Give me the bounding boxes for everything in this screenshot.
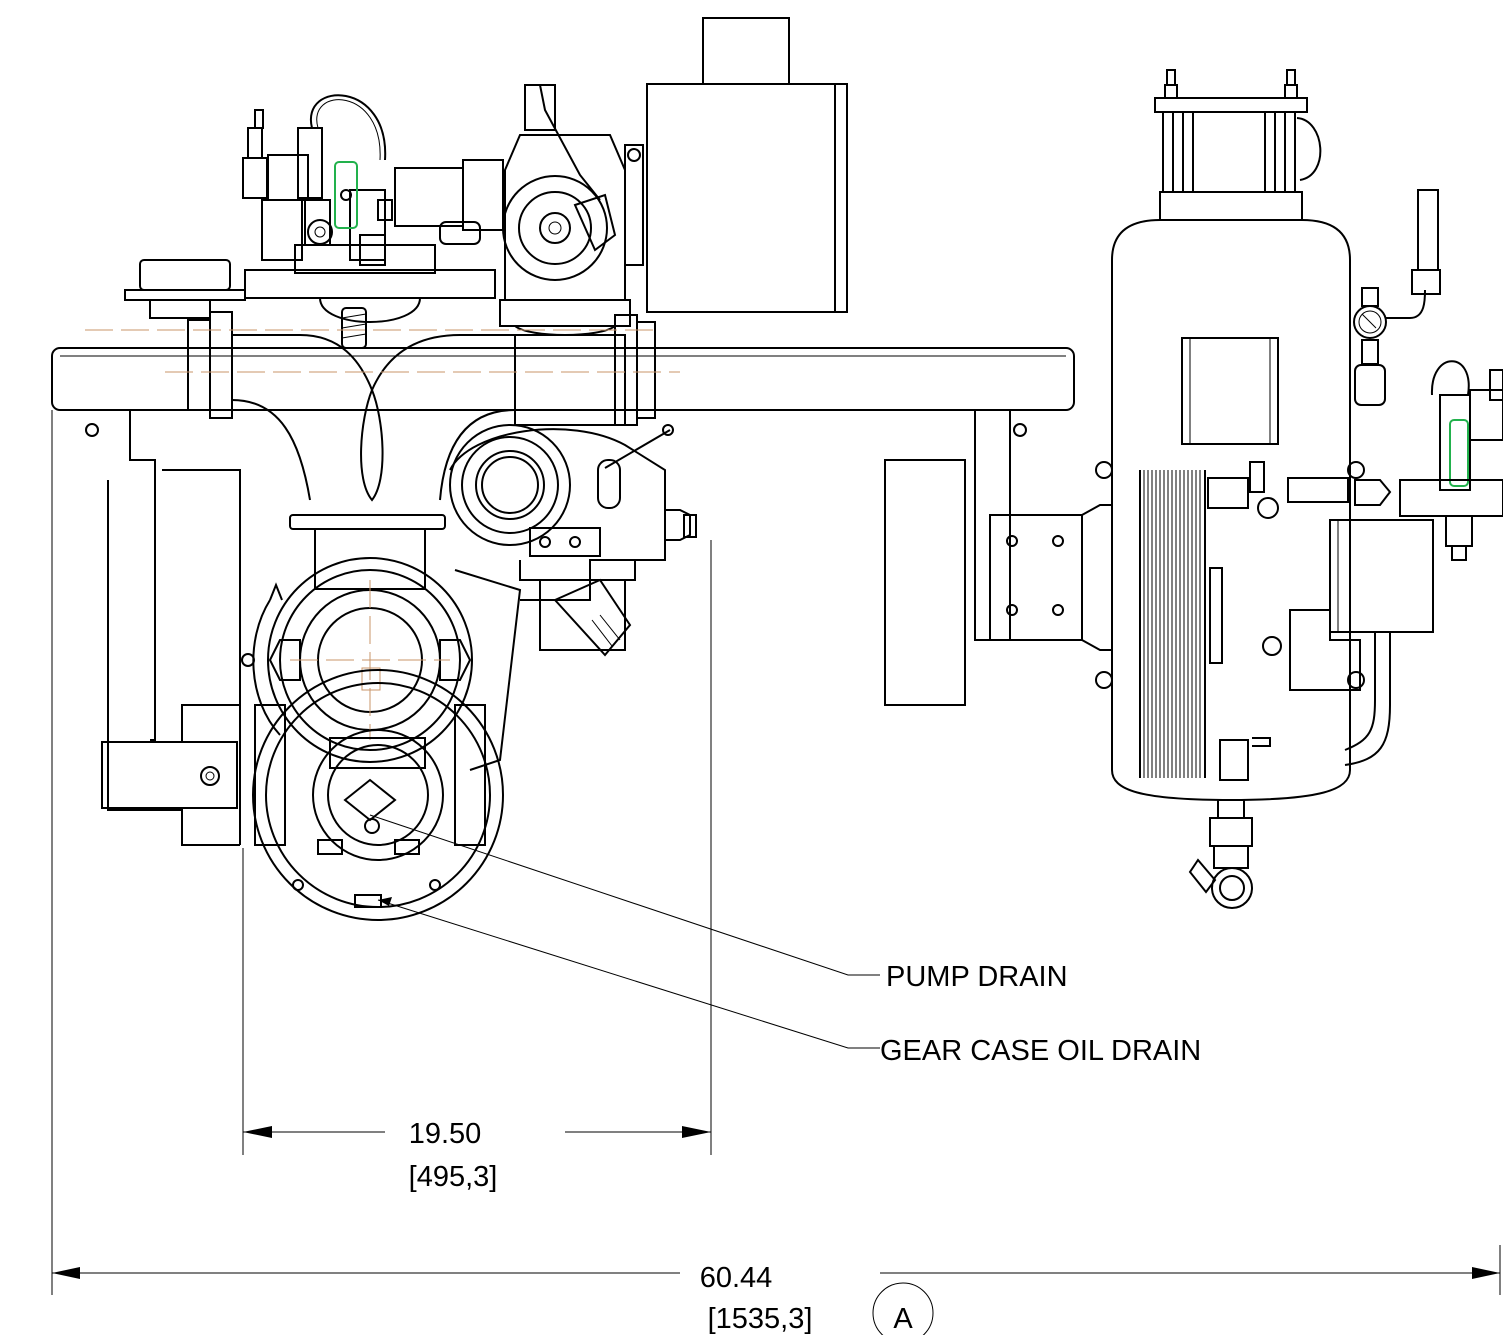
- view-marker: A: [872, 1282, 934, 1335]
- gear-case: [449, 424, 697, 657]
- view-marker-label: A: [893, 1303, 913, 1335]
- callouts: PUMP DRAIN GEAR CASE OIL DRAIN: [369, 814, 1201, 1067]
- dimension-arrowhead: [52, 1267, 80, 1279]
- dimension-arrowhead: [1472, 1267, 1500, 1279]
- side-hardware: [1095, 461, 1392, 781]
- lower-housing: [252, 669, 504, 921]
- gear-case-oil-drain-label: GEAR CASE OIL DRAIN: [880, 1035, 1201, 1067]
- top-bracket: [1154, 69, 1322, 221]
- gauge: [1353, 189, 1441, 406]
- gear-case-oil-drain-leader: [377, 899, 880, 1049]
- pump-assembly-front-view: [51, 17, 1075, 921]
- bottom-drain-valve: [1188, 799, 1253, 909]
- filter-canister: [1329, 519, 1434, 766]
- manifold-top-block: [124, 199, 496, 349]
- dimension-overall-width-imperial: 60.44: [700, 1262, 773, 1294]
- dimension-overall-width-metric: [1535,3]: [708, 1303, 813, 1335]
- side-view: [989, 69, 1503, 909]
- fin-stack: [1143, 470, 1201, 778]
- dimension-overall-width: 60.44 [1535,3]: [51, 410, 1501, 1335]
- valve-stack: [242, 94, 393, 266]
- pump-drain-label: PUMP DRAIN: [886, 961, 1068, 993]
- mount-plate: [989, 504, 1112, 651]
- dimension-arrowhead: [243, 1126, 272, 1138]
- pump-drain-leader: [369, 814, 880, 976]
- leader-arrowhead: [378, 897, 392, 906]
- actuator-motor: [394, 84, 644, 336]
- dimension-arrowhead: [682, 1126, 711, 1138]
- pump-casing: [241, 514, 522, 771]
- side-valve-stack: [1399, 360, 1503, 561]
- dimension-drain-spacing-metric: [495,3]: [409, 1161, 498, 1193]
- dimension-drain-spacing: 19.50 [495,3]: [242, 540, 712, 1193]
- y-manifold: [187, 311, 656, 502]
- support-legs: [101, 410, 241, 846]
- tank-body: [1111, 219, 1351, 802]
- dimension-drain-spacing-imperial: 19.50: [409, 1118, 482, 1150]
- electrical-box: [646, 17, 848, 313]
- frame-beam: [51, 347, 1075, 706]
